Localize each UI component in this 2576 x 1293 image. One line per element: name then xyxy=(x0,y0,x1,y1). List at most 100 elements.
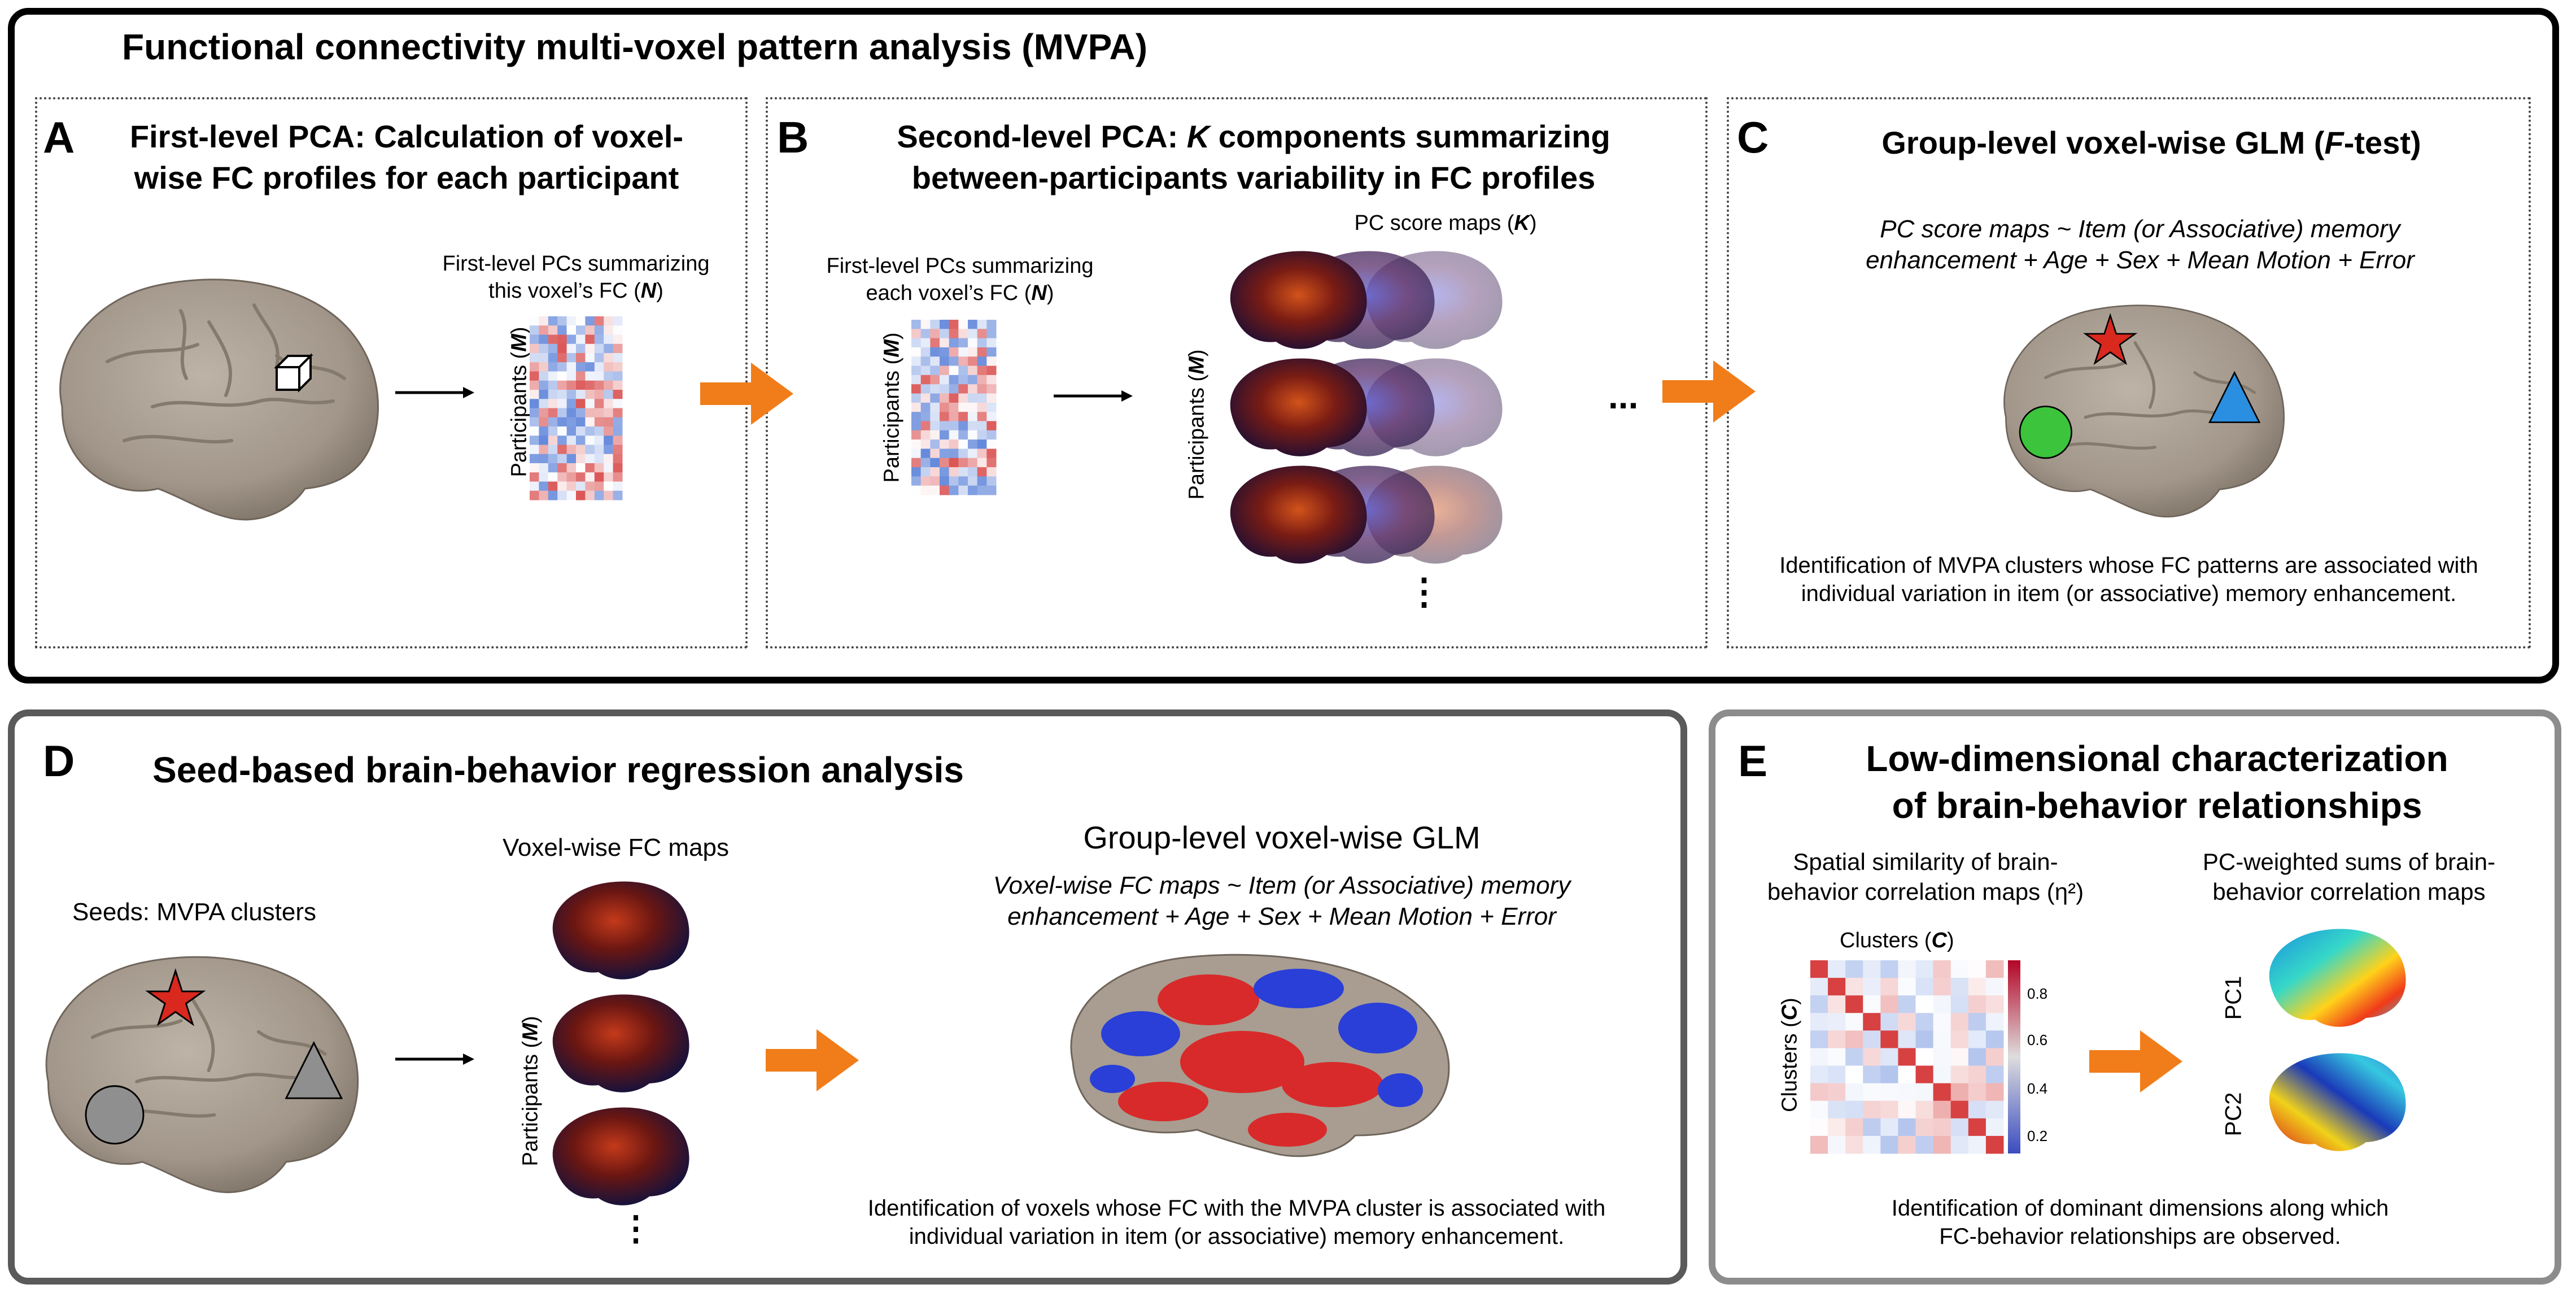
matrix-cell xyxy=(557,472,567,482)
matrix-cell xyxy=(576,316,586,326)
matrix-cell xyxy=(958,485,968,495)
matrix-cell xyxy=(911,458,922,468)
similarity-cell xyxy=(1845,978,1863,996)
matrix-cell xyxy=(940,347,950,357)
matrix-cell xyxy=(548,426,558,436)
panel-e-description: Identification of dominant dimensions al… xyxy=(1750,1194,2530,1251)
similarity-cell xyxy=(1985,995,2004,1013)
similarity-cell xyxy=(1810,1118,1828,1137)
similarity-caption-line2: behavior correlation maps (η²) xyxy=(1767,878,2084,905)
similarity-cell xyxy=(1915,1100,1934,1119)
matrix-cell xyxy=(949,485,959,495)
similarity-cell xyxy=(1968,1048,1986,1066)
colorbar-tick-0: 0.8 xyxy=(2027,985,2048,1002)
similarity-cell xyxy=(1968,960,1986,978)
colorbar-tick-1: 0.6 xyxy=(2027,1031,2048,1048)
pc2-brain xyxy=(2269,1053,2406,1151)
matrix-cell xyxy=(604,362,614,372)
matrix-cell xyxy=(930,365,940,376)
matrix-cell xyxy=(977,402,987,412)
matrix-cell xyxy=(604,408,614,418)
panel-c-title: Group-level voxel-wise GLM (F-test) xyxy=(1881,125,2421,160)
matrix-cell xyxy=(585,325,595,335)
panel-e-letter: E xyxy=(1738,736,1768,786)
matrix-cell xyxy=(986,476,997,486)
matrix-cell xyxy=(604,445,614,455)
similarity-cell xyxy=(1933,1013,1951,1031)
matrix-cell xyxy=(920,384,931,394)
matrix-cell xyxy=(986,439,997,449)
similarity-cell xyxy=(1845,1013,1863,1031)
matrix-cell xyxy=(539,417,549,427)
similarity-cell xyxy=(1828,1100,1846,1119)
matrix-cell xyxy=(576,399,586,408)
matrix-cell xyxy=(930,356,940,367)
matrix-cell xyxy=(940,338,950,348)
similarity-cell xyxy=(1985,1118,2004,1137)
matrix-cell xyxy=(940,458,950,468)
panel-c-formula: PC score maps ~ Item (or Associative) me… xyxy=(1762,214,2518,276)
similarity-cell xyxy=(1950,995,1969,1013)
similarity-cell xyxy=(1950,1135,1969,1154)
matrix-cell xyxy=(530,426,539,436)
colorbar xyxy=(2008,960,2020,1153)
similarity-cell xyxy=(1933,1135,1951,1154)
matrix-cell xyxy=(968,439,978,449)
matrix-cell xyxy=(566,417,577,427)
matrix-cell xyxy=(594,390,604,399)
similarity-cell xyxy=(1985,960,2004,978)
matrix-cell xyxy=(557,463,567,473)
matrix-cell xyxy=(613,353,623,363)
panel-d-formula: Voxel-wise FC maps ~ Item (or Associativ… xyxy=(881,870,1683,932)
matrix-cell xyxy=(613,399,623,408)
matrix-cell xyxy=(940,356,950,367)
matrix-cell xyxy=(530,334,539,345)
matrix-cell xyxy=(548,408,558,418)
matrix-cell xyxy=(566,463,577,473)
matrix-cell xyxy=(585,445,595,455)
matrix-cell xyxy=(594,426,604,436)
similarity-cell xyxy=(1898,978,1916,996)
matrix-cell xyxy=(930,402,940,412)
similarity-cell xyxy=(1950,1118,1969,1137)
seed-star-icon xyxy=(145,968,206,1026)
matrix-cell xyxy=(949,439,959,449)
pc-score-maps-caption: PC score maps (K) xyxy=(1354,211,1537,235)
matrix-cell xyxy=(539,408,549,418)
panel-a-box xyxy=(35,97,748,648)
matrix-cell xyxy=(557,380,567,390)
matrix-cell xyxy=(548,371,558,381)
matrix-cell xyxy=(958,329,968,339)
matrix-cell xyxy=(604,380,614,390)
first-level-pc-matrix-b xyxy=(911,320,997,495)
matrix-cell xyxy=(940,421,950,431)
matrix-cell xyxy=(930,320,940,329)
matrix-cell xyxy=(958,338,968,348)
similarity-cell xyxy=(1828,1135,1846,1154)
matrix-cell xyxy=(911,439,922,449)
similarity-cell xyxy=(1845,1030,1863,1048)
matrix-cell xyxy=(968,412,978,421)
matrix-cell xyxy=(958,439,968,449)
similarity-cell xyxy=(1880,1013,1898,1031)
matrix-cell xyxy=(604,371,614,381)
matrix-cell xyxy=(977,375,987,385)
matrix-cell xyxy=(968,449,978,459)
matrix-cell xyxy=(530,417,539,427)
matrix-a-caption-line2: this voxel’s FC (N) xyxy=(488,278,663,303)
similarity-cell xyxy=(1933,1118,1951,1137)
matrix-cell xyxy=(958,412,968,421)
brain-c xyxy=(2003,304,2285,518)
fc-map-stack xyxy=(552,881,689,1205)
matrix-cell xyxy=(940,430,950,440)
similarity-cell xyxy=(1898,1118,1916,1137)
orange-arrow-3 xyxy=(766,1029,859,1091)
matrix-cell xyxy=(958,458,968,468)
similarity-cell xyxy=(1950,1048,1969,1066)
matrix-cell xyxy=(986,329,997,339)
matrix-cell xyxy=(566,343,577,354)
matrix-cell xyxy=(539,472,549,482)
matrix-cell xyxy=(566,316,577,326)
similarity-cell xyxy=(1950,1013,1969,1031)
matrix-cell xyxy=(911,449,922,459)
